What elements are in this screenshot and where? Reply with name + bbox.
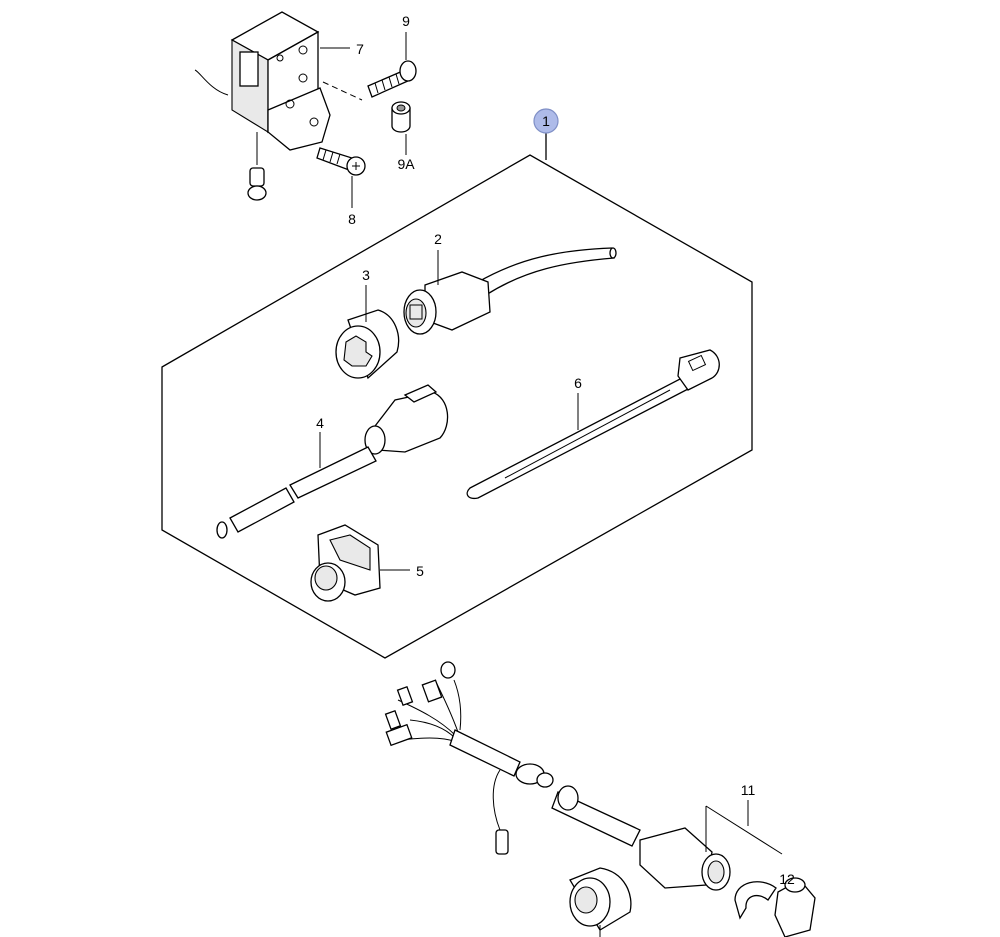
sleeve-part — [216, 384, 449, 539]
bolt-part — [322, 32, 417, 101]
connector-cable-part — [403, 247, 617, 335]
callout-2-label: 2 — [434, 231, 442, 247]
cap-part — [310, 524, 410, 602]
grommet-part — [335, 285, 400, 380]
callout-8-label: 8 — [348, 211, 356, 227]
kit-outline — [161, 133, 753, 659]
harness-part — [384, 661, 731, 891]
screw-part — [316, 147, 366, 208]
callout-3-label: 3 — [362, 267, 370, 283]
callout-1-label: 1 — [542, 113, 550, 129]
group-bracket-11-12 — [705, 800, 783, 855]
callout-4-label: 4 — [316, 415, 324, 431]
callout-1: 1 — [533, 108, 559, 134]
collar-part — [391, 101, 411, 155]
callout-9-label: 9 — [402, 13, 410, 29]
grommet-bottom-part — [569, 867, 632, 937]
callout-5-label: 5 — [416, 563, 424, 579]
cable-tie-part — [466, 349, 720, 500]
callout-1-highlight — [533, 108, 559, 134]
callout-12-label: 12 — [779, 871, 795, 887]
callout-11-label: 11 — [741, 782, 756, 798]
callout-9a-label: 9A — [397, 156, 415, 172]
callout-7-label: 7 — [356, 41, 364, 57]
clamp-part — [734, 877, 816, 937]
callout-6-label: 6 — [574, 375, 582, 391]
bracket-part — [194, 11, 331, 201]
